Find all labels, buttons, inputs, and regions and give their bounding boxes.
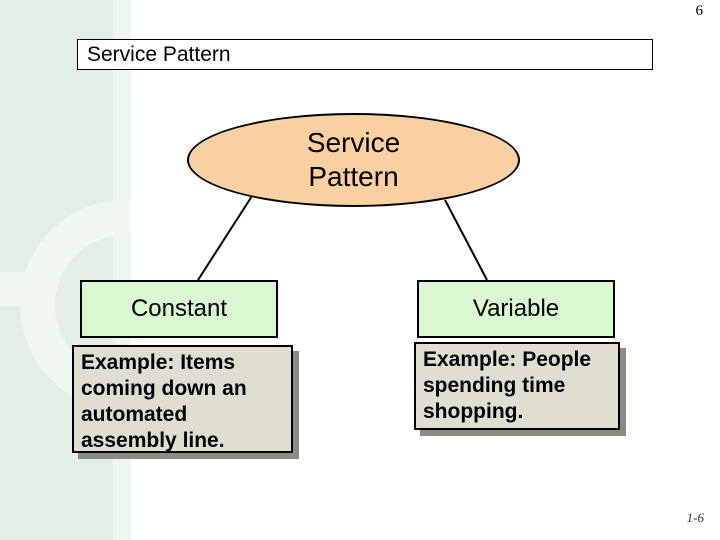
connector-left-line [197, 195, 253, 281]
connector-right-line [444, 199, 488, 281]
slide-title: Service Pattern [87, 42, 231, 66]
branch-label-constant: Constant [130, 295, 228, 322]
root-node-ellipse: Service Pattern [187, 113, 520, 207]
footer-slide-id: 1-6 [686, 510, 704, 525]
example-text-variable: Example: People spending time shopping. [423, 348, 592, 423]
sidebar-decoration [0, 0, 131, 540]
ghost-bar-shape [0, 272, 30, 306]
example-box-variable: Example: People spending time shopping. [414, 342, 620, 430]
root-node-label: Service Pattern [306, 127, 401, 192]
slide-title-box: Service Pattern [77, 39, 653, 70]
example-text-constant: Example: Items coming down an automated … [81, 351, 247, 452]
branch-label-variable: Variable [472, 295, 560, 322]
example-box-constant: Example: Items coming down an automated … [72, 345, 293, 453]
slide-number: 6 [695, 3, 704, 19]
branch-box-constant: Constant [80, 280, 278, 338]
branch-box-variable: Variable [417, 280, 615, 338]
